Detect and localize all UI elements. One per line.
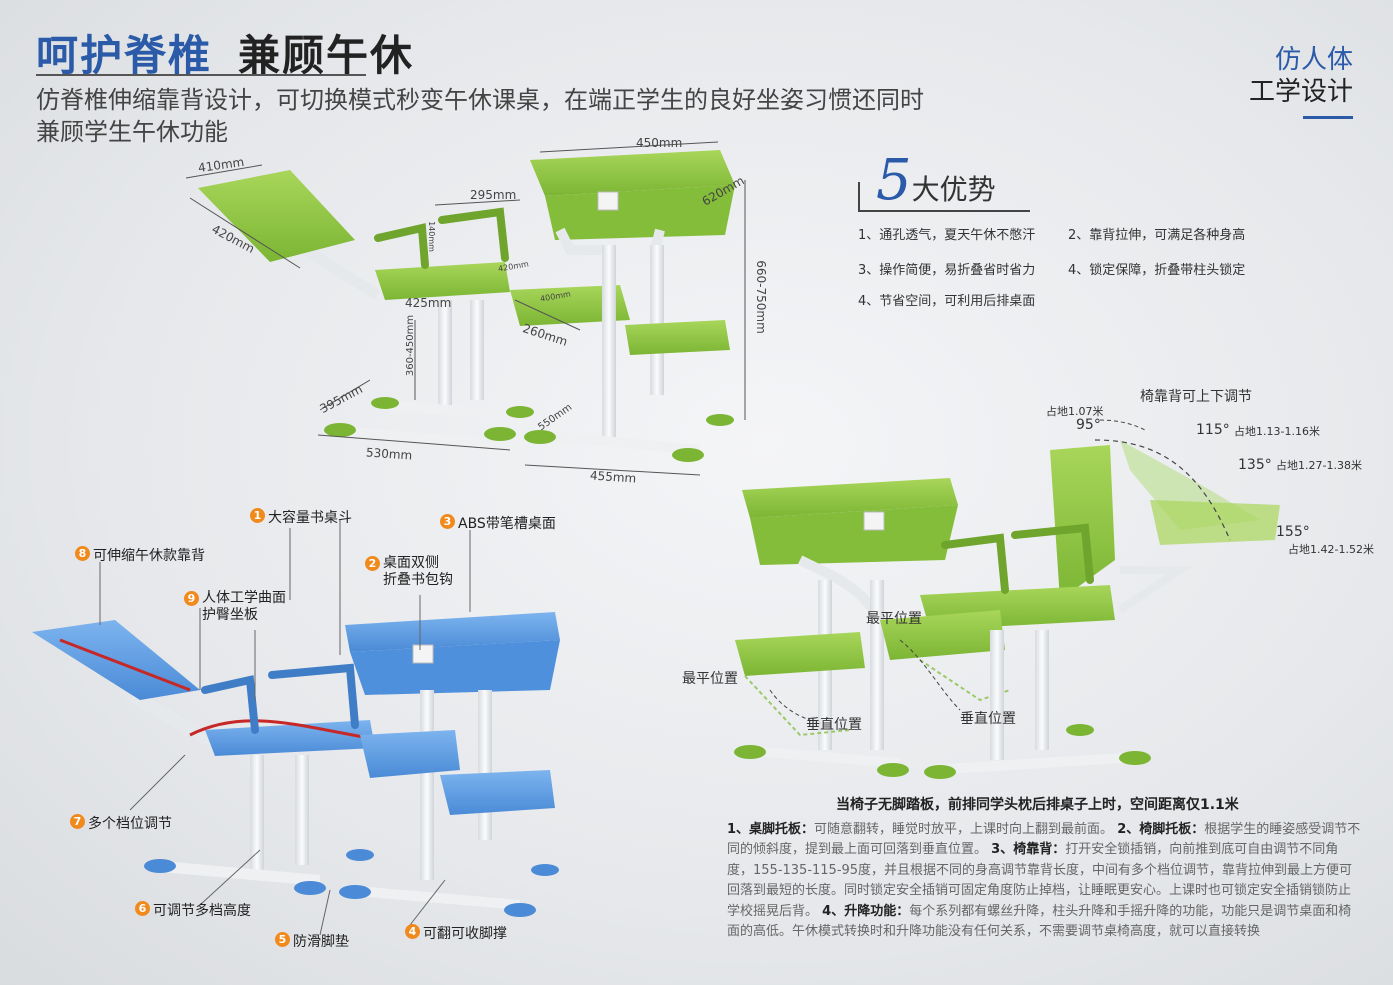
advantages-bracket [858, 182, 1030, 212]
dim-label: 425mm [405, 296, 452, 310]
flat-position-label: 最平位置 [682, 671, 738, 687]
desc-text: 每个系列都有螺丝升降，柱头升降和手摇升降的功能，功能只是调节桌面和椅面的高低。午… [727, 903, 1352, 940]
callout-number: 7 [70, 814, 85, 829]
dim-label: 660-750mm [753, 260, 768, 334]
callout-text: 可调节多档高度 [153, 903, 251, 919]
green-recline-demo [734, 419, 1280, 779]
callout-text: 多个档位调节 [88, 816, 172, 832]
recline-angle: 95° [1076, 417, 1101, 433]
callout-text: 人体工学曲面 [202, 590, 286, 606]
feature-description: 1、桌脚托板：可随意翻转，睡觉时放平，上课时向上翻到最前面。 2、椅脚托板：根据… [727, 820, 1363, 942]
callout-text: 桌面双侧 [383, 555, 439, 571]
callout-number: 2 [365, 556, 380, 571]
desc-heading: 3、椅靠背： [991, 842, 1066, 858]
advantages-heading: 大优势 [911, 173, 996, 206]
callout-text: 可翻可收脚撑 [423, 926, 507, 942]
advantage-item: 4、锁定保障，折叠带柱头锁定 [1068, 263, 1246, 278]
tag-line-2: 工学设计 [1248, 77, 1353, 107]
blue-desk-chair-features [32, 520, 560, 936]
recline-angle: 135° [1238, 457, 1272, 473]
vertical-position-label: 垂直位置 [806, 717, 862, 733]
dim-label: 140mm [426, 221, 436, 252]
page-title: 呵护脊椎兼顾午休 [36, 22, 414, 83]
desc-heading: 2、椅脚托板： [1117, 822, 1205, 837]
recline-footprint: 占地1.27-1.38米 [1276, 459, 1362, 472]
callout-number: 4 [405, 924, 420, 939]
callout-number: 1 [250, 508, 265, 523]
flat-position-label: 最平位置 [866, 611, 922, 627]
callout-number: 5 [275, 932, 290, 947]
dim-label: 450mm [636, 136, 683, 150]
title-part-b: 兼顾午休 [238, 31, 415, 80]
subtitle: 仿脊椎伸缩靠背设计，可切换模式秒变午休课桌，在端正学生的良好坐姿习惯还同时兼顾学… [36, 86, 924, 146]
callout-number: 8 [75, 546, 90, 561]
dim-label: 360-450mm [405, 314, 417, 377]
title-part-a: 呵护脊椎 [36, 31, 213, 80]
ergonomic-tag: 仿人体 工学设计 [1249, 44, 1353, 108]
recline-footprint: 占地1.42-1.52米 [1288, 543, 1374, 556]
callout-text: 防滑脚垫 [293, 934, 349, 950]
title-underline [36, 74, 366, 76]
space-caption: 当椅子无脚踏板，前排同学头枕后排桌子上时，空间距离仅1.1米 [836, 797, 1239, 813]
advantages-title: 5大优势 [876, 148, 996, 213]
tag-underline [1303, 116, 1353, 119]
vertical-position-label: 垂直位置 [960, 711, 1016, 727]
callout-text: 大容量书桌斗 [268, 510, 352, 526]
advantage-item: 4、节省空间，可利用后排桌面 [858, 294, 1036, 309]
dim-label: 295mm [470, 188, 517, 202]
recline-top-label: 椅靠背可上下调节 [1140, 389, 1252, 405]
callout-text: ABS带笔槽桌面 [458, 516, 556, 532]
callout-text: 可伸缩午休款靠背 [93, 548, 205, 564]
callout-text: 护臀坐板 [202, 607, 258, 623]
desc-heading: 1、桌脚托板： [727, 822, 815, 837]
desc-text: 根据学生的睡姿感受调节不同的倾斜度，提到最上面可回落到垂直位置。 [727, 822, 1361, 858]
advantage-item: 3、操作简便，易折叠省时省力 [858, 263, 1036, 278]
recline-angle: 115° [1196, 422, 1230, 438]
advantages-number: 5 [876, 148, 912, 213]
recline-footprint: 占地1.13-1.16米 [1234, 425, 1320, 438]
desc-text: 可随意翻转，睡觉时放平，上课时向上翻到最前面。 [814, 822, 1114, 837]
desc-heading: 4、升降功能： [822, 903, 910, 919]
advantage-item: 2、靠背拉伸，可满足各种身高 [1068, 228, 1246, 243]
callout-number: 3 [440, 514, 455, 529]
callout-number: 9 [184, 591, 199, 606]
desc-text: 打开安全锁插销，向前推到底可自由调节不同角度，155-135-115-95度，并… [727, 842, 1353, 919]
recline-angle: 155° [1276, 524, 1310, 540]
green-desk-chair-dimensioned [185, 141, 746, 476]
callout-text: 折叠书包钩 [383, 572, 453, 588]
tag-line-1: 仿人体 [1274, 45, 1353, 75]
callout-number: 6 [135, 901, 150, 916]
advantage-item: 1、通孔透气，夏天午休不憋汗 [858, 228, 1036, 243]
recline-footprint: 占地1.07米 [1046, 405, 1104, 418]
